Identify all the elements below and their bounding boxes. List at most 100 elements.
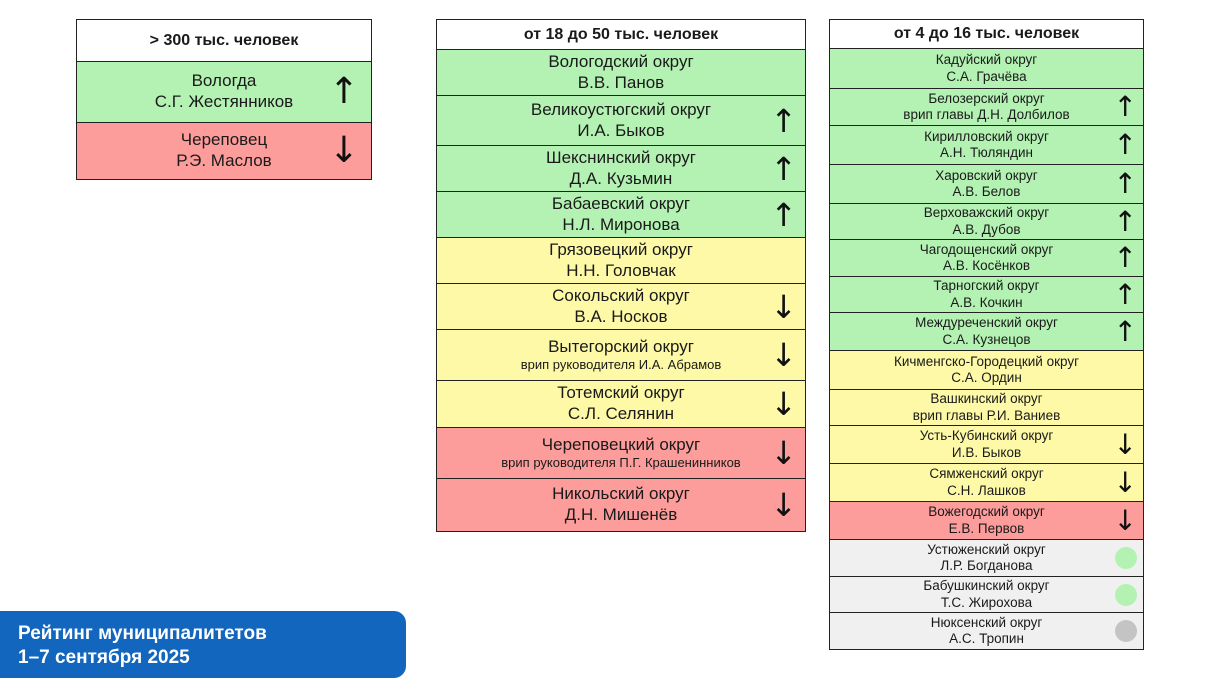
head-name: врип руководителя П.Г. Крашенинников: [501, 455, 741, 471]
table-18-50k: от 18 до 50 тыс. человек Вологодский окр…: [436, 19, 806, 532]
district-name: Тотемский округ: [557, 383, 685, 403]
district-name: Кичменгско-Городецкий округ: [893, 353, 1080, 369]
arrow-up-icon: ↑: [770, 149, 797, 188]
head-name: В.А. Носков: [574, 306, 668, 326]
district-name: Сокольский округ: [552, 285, 690, 305]
head-name: А.В. Белов: [952, 184, 1021, 199]
district-name: Череповецкий округ: [541, 434, 701, 454]
arrow-up-icon: ↑: [770, 195, 797, 234]
district-name: Харовский округ: [935, 167, 1038, 183]
district-name: Чагодощенский округ: [919, 241, 1054, 257]
district-name: Верховажский округ: [923, 205, 1050, 221]
district-name: Череповец: [180, 130, 268, 150]
head-name: Р.Э. Маслов: [176, 151, 272, 170]
head-name: С.Н. Лашков: [947, 482, 1026, 498]
district-name: Никольский округ: [552, 484, 690, 504]
head-name: врип руководителя И.А. Абрамов: [520, 357, 722, 373]
district-name: Белозерский округ: [928, 90, 1045, 106]
head-name: А.В. Дубов: [952, 221, 1021, 237]
district-name: Шекснинский округ: [546, 147, 696, 167]
district-name: Междуреченский округ: [915, 315, 1058, 331]
table-header: от 18 до 50 тыс. человек: [437, 20, 805, 50]
district-name: Нюксенский округ: [930, 614, 1043, 630]
banner-title: Рейтинг муниципалитетов: [18, 623, 267, 644]
district-name: Бабаевский округ: [551, 193, 691, 213]
arrow-down-icon: ↓: [770, 287, 797, 326]
arrow-down-icon: ↓: [1113, 503, 1137, 537]
head-name: Е.В. Первов: [948, 520, 1025, 536]
arrow-down-icon: ↓: [770, 336, 797, 374]
arrow-up-icon: ↑: [1113, 128, 1137, 161]
head-name: Н.Л. Миронова: [562, 214, 680, 234]
district-name: Вытегорский округ: [548, 336, 694, 356]
status-dot-icon: [1115, 547, 1137, 569]
arrow-down-icon: ↓: [770, 385, 797, 423]
arrow-up-icon: ↑: [1113, 204, 1137, 238]
head-name: И.А. Быков: [577, 120, 665, 140]
arrow-up-icon: ↑: [1113, 277, 1137, 311]
head-name: А.Н. Тюляндин: [939, 145, 1033, 160]
head-name: А.С. Тропин: [949, 631, 1024, 646]
arrow-down-icon: ↓: [1113, 427, 1137, 461]
arrow-up-icon: ↑: [328, 71, 359, 112]
arrow-up-icon: ↑: [1113, 167, 1137, 200]
arrow-up-icon: ↑: [1113, 314, 1137, 348]
head-name: Д.Н. Мишенёв: [564, 505, 678, 524]
head-name: Т.С. Жирохова: [940, 594, 1033, 610]
head-name: А.В. Кочкин: [950, 294, 1023, 310]
arrow-up-icon: ↑: [1113, 90, 1137, 123]
head-name: В.В. Панов: [577, 72, 665, 92]
table-header: > 300 тыс. человек: [77, 20, 371, 62]
head-name: С.А. Грачёва: [946, 68, 1027, 84]
head-name: врип главы Д.Н. Долбилов: [903, 107, 1070, 122]
head-name: И.В. Быков: [951, 444, 1022, 460]
arrow-up-icon: ↑: [1113, 241, 1137, 274]
table-header: от 4 до 16 тыс. человек: [830, 20, 1143, 49]
head-name: врип главы Р.И. Ваниев: [912, 407, 1061, 423]
rating-banner: Рейтинг муниципалитетов 1–7 сентября 202…: [0, 611, 406, 678]
district-name: Грязовецкий округ: [549, 239, 693, 259]
district-name: Тарногский округ: [933, 278, 1040, 294]
district-name: Кадуйский округ: [935, 52, 1038, 68]
district-name: Вожегодский округ: [928, 504, 1045, 520]
status-dot-icon: [1115, 620, 1137, 642]
head-name: Л.Р. Богданова: [940, 558, 1033, 573]
district-name: Устюженский округ: [927, 541, 1046, 557]
head-name: С.Л. Селянин: [567, 404, 675, 423]
head-name: А.В. Косёнков: [942, 258, 1031, 273]
arrow-up-icon: ↑: [770, 101, 797, 140]
district-name: Бабушкинский округ: [923, 578, 1050, 594]
district-name: Вологодский округ: [548, 51, 694, 71]
status-dot-icon: [1115, 583, 1137, 606]
banner-date: 1–7 сентября 2025: [18, 646, 190, 668]
head-name: Д.А. Кузьмин: [569, 168, 673, 188]
district-name: Великоустюгский округ: [530, 99, 712, 119]
head-name: Н.Н. Головчак: [566, 260, 676, 280]
